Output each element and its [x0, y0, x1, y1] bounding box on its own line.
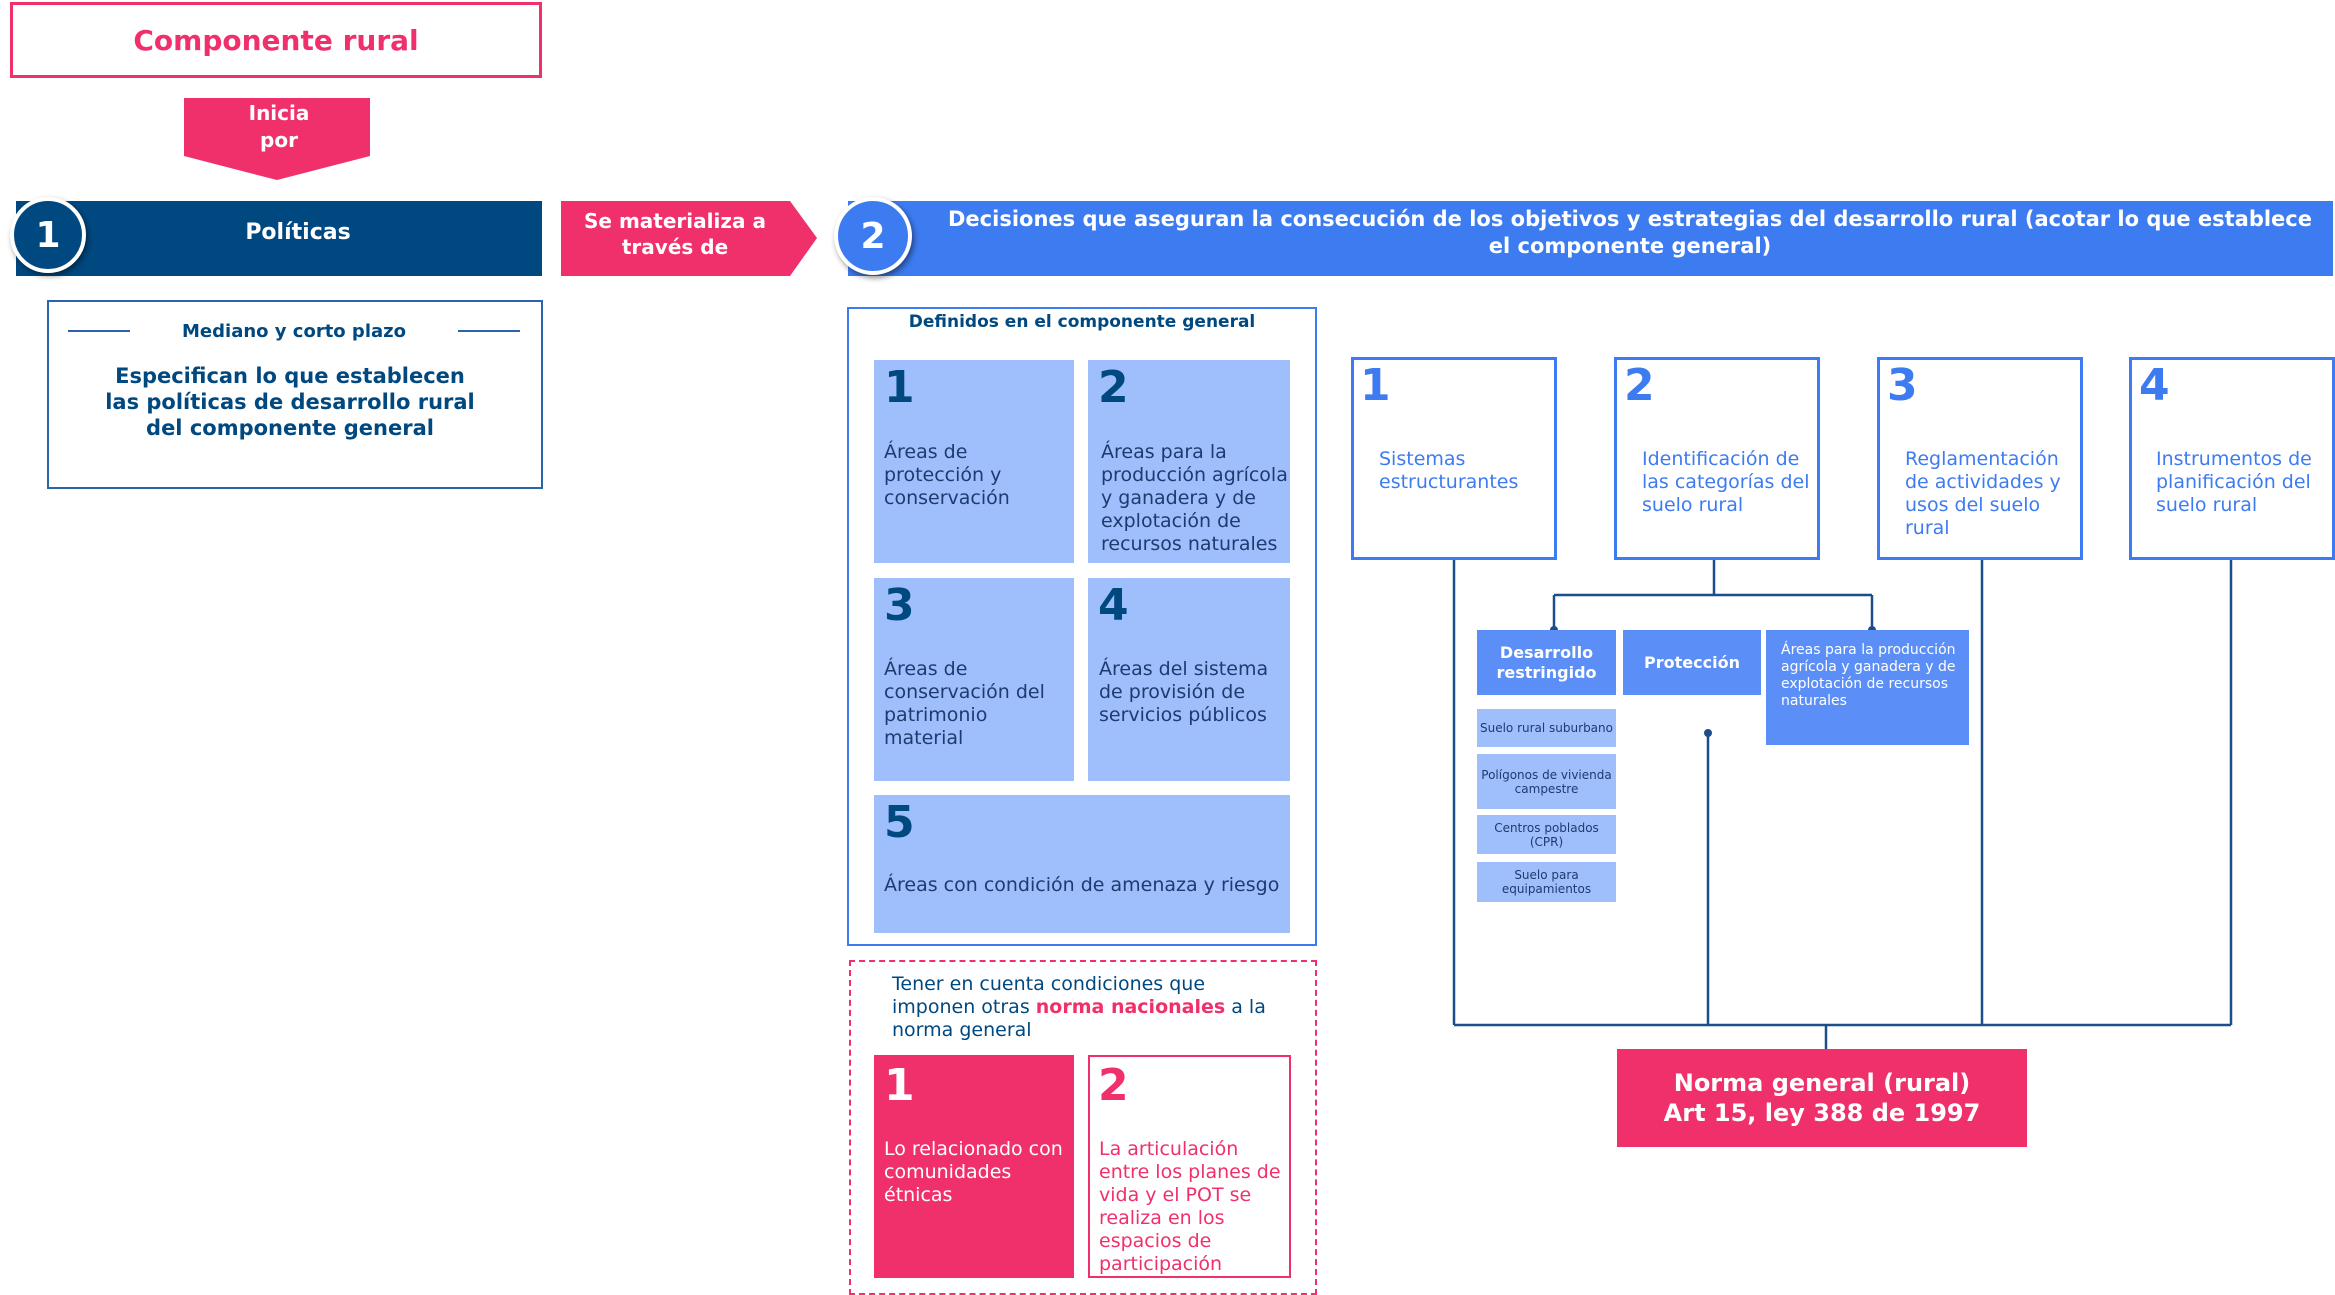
definidos-item-2-number: 2	[1098, 362, 1129, 413]
instrumento-4-number: 4	[2139, 360, 2170, 411]
definidos-item-2	[1088, 360, 1290, 563]
definidos-item-1	[874, 360, 1074, 563]
plazo-heading: Mediano y corto plazo	[182, 320, 406, 342]
instrumento-1-number: 1	[1360, 360, 1391, 411]
norma-general-line2: Art 15, ley 388 de 1997	[1663, 1099, 1981, 1127]
instrumento-3-text: Reglamentación de actividades y usos del…	[1905, 448, 2061, 539]
politicas-label: Políticas	[245, 219, 351, 245]
definidos-item-1-text: Áreas de protección y conservación	[884, 441, 1010, 509]
page-title: Componente rural	[10, 2, 542, 78]
definidos-item-5	[874, 795, 1290, 933]
tener-item-1-text: Lo relacionado con comunidades étnicas	[884, 1138, 1063, 1206]
instrumento-2-text: Identificación de las categorías del sue…	[1642, 448, 1810, 516]
definidos-item-3-text: Áreas de conservación del patrimonio mat…	[884, 658, 1045, 749]
instrumento-1-text: Sistemas estructurantes	[1379, 448, 1519, 493]
instrumento-2-number: 2	[1624, 360, 1655, 411]
tener-item-2	[1088, 1055, 1291, 1278]
definidos-item-2-text: Áreas para la producción agrícola y gana…	[1101, 441, 1288, 555]
tener-text-before: Tener en cuenta condiciones que imponen …	[892, 973, 1206, 1018]
categoria-desarrollo-restringido: Desarrollo restringido	[1477, 630, 1616, 695]
definidos-box	[847, 307, 1317, 946]
subcategoria-suelo-rural-suburbano: Suelo rural suburbano	[1477, 709, 1616, 747]
plazo-line-right	[458, 330, 520, 332]
definidos-item-5-number: 5	[884, 797, 915, 848]
categoria-areas-produccion: Áreas para la producción agrícola y gana…	[1766, 630, 1969, 745]
politicas-number-badge: 1	[10, 197, 86, 273]
tener-item-2-number: 2	[1098, 1060, 1129, 1111]
instrumento-box-3	[1877, 357, 2083, 560]
instrumento-4-text: Instrumentos de planificación del suelo …	[2156, 448, 2312, 516]
definidos-item-4-text: Áreas del sistema de provisión de servic…	[1099, 658, 1269, 726]
instrumento-box-4	[2129, 357, 2335, 560]
definidos-item-4	[1088, 578, 1290, 781]
definidos-item-1-number: 1	[884, 362, 915, 413]
norma-general-box: Norma general (rural) Art 15, ley 388 de…	[1617, 1049, 2027, 1147]
definidos-item-3-number: 3	[884, 580, 915, 631]
definidos-heading: Definidos en el componente general	[908, 312, 1256, 332]
inicia-arrow-shape	[184, 98, 370, 180]
tener-item-1	[874, 1055, 1074, 1278]
instrumento-3-number: 3	[1887, 360, 1918, 411]
plazo-box	[47, 300, 543, 489]
decisiones-number-badge: 2	[834, 197, 912, 275]
inicia-arrow-label: Inicia por	[248, 101, 310, 152]
definidos-item-3	[874, 578, 1074, 781]
tener-box	[849, 960, 1317, 1295]
categoria-proteccion: Protección	[1623, 630, 1761, 695]
tener-text: Tener en cuenta condiciones que imponen …	[892, 973, 1282, 1042]
subcategoria-suelo-equipamientos: Suelo para equipamientos	[1477, 862, 1616, 902]
decisiones-label: Decisiones que aseguran la consecución d…	[948, 207, 2312, 258]
politicas-bar	[16, 201, 542, 276]
subcategoria-centros-poblados: Centros poblados (CPR)	[1477, 815, 1616, 854]
materializa-arrow-shape	[561, 201, 817, 276]
materializa-arrow-label: Se materializa a través de	[584, 209, 766, 259]
instrumento-box-1	[1351, 357, 1557, 560]
decisiones-bar	[848, 201, 2333, 276]
tener-highlight: norma nacionales	[1035, 996, 1226, 1018]
subcategoria-poligonos-vivienda: Polígonos de vivienda campestre	[1477, 754, 1616, 809]
plazo-text: Especifican lo que establecen las políti…	[105, 364, 475, 440]
tener-text-after: a la norma general	[892, 996, 1266, 1041]
tener-item-2-text: La articulación entre los planes de vida…	[1099, 1138, 1281, 1275]
tener-item-1-number: 1	[884, 1060, 915, 1111]
definidos-item-5-text: Áreas con condición de amenaza y riesgo	[884, 874, 1280, 896]
definidos-item-4-number: 4	[1098, 580, 1129, 631]
plazo-line-left	[68, 330, 130, 332]
instrumento-box-2	[1614, 357, 1820, 560]
norma-general-line1: Norma general (rural)	[1673, 1069, 1971, 1097]
